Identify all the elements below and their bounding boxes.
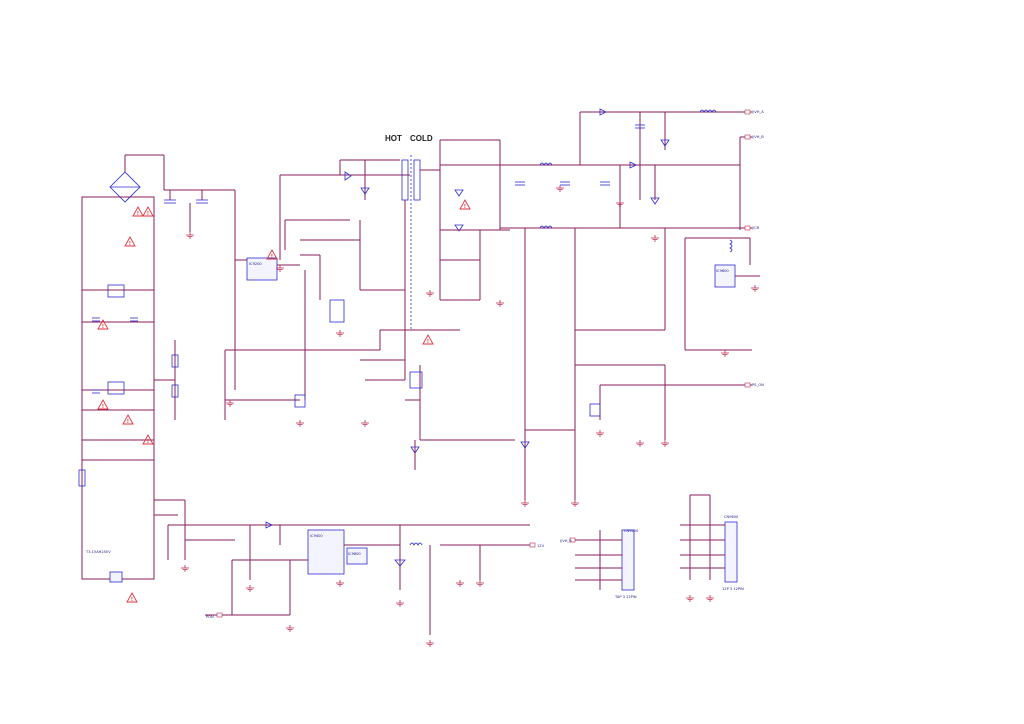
signal-port-jvh-lo: J/VH_B xyxy=(559,537,576,543)
ground-icon xyxy=(571,500,579,507)
ground-icon xyxy=(181,565,189,572)
ground-icon xyxy=(361,420,369,427)
svg-text:!: ! xyxy=(137,211,139,217)
ic-u4-label: IC9600 xyxy=(716,269,729,273)
ground-icon xyxy=(521,500,529,507)
svg-text:J/VH_B: J/VH_B xyxy=(751,135,764,139)
svg-text:J/VH_B: J/VH_B xyxy=(559,539,572,543)
dcdc-converter-section: IC9400 IC9800 xyxy=(167,521,530,635)
ground-icon xyxy=(661,440,669,447)
ground-icon xyxy=(456,580,464,587)
svg-text:!: ! xyxy=(102,324,104,330)
svg-text:!: ! xyxy=(427,339,429,345)
ground-icon xyxy=(186,232,194,239)
standby-regulator-section: IC9600 xyxy=(684,237,760,351)
ground-icon xyxy=(336,330,344,337)
ic-u3-label: IC9800 xyxy=(348,552,361,556)
ground-icon xyxy=(556,185,564,192)
ground-icon xyxy=(426,290,434,297)
ground-icon xyxy=(706,595,714,602)
warning-triangle-icon: ! xyxy=(142,206,154,217)
ground-icon xyxy=(496,300,504,307)
svg-text:!: ! xyxy=(147,439,149,445)
ground-icon xyxy=(651,235,659,242)
output-connector-cn1: CN9200 TAP 3 12PIN xyxy=(575,529,639,599)
warning-triangle-icon: ! xyxy=(122,414,134,425)
warning-triangle-icon: ! xyxy=(124,236,136,247)
ground-symbols xyxy=(181,185,759,647)
ic-u2-label: IC9400 xyxy=(310,534,323,538)
warning-triangle-icon: ! xyxy=(422,334,434,345)
cold-zone-label: COLD xyxy=(410,134,433,143)
warning-triangle-icon: ! xyxy=(459,199,471,210)
warning-triangle-icon: ! xyxy=(142,434,154,445)
ground-icon xyxy=(721,350,729,357)
svg-text:!: ! xyxy=(129,241,131,247)
ground-icon xyxy=(636,440,644,447)
svg-text:PON: PON xyxy=(206,615,214,619)
ground-icon xyxy=(751,285,759,292)
secondary-output-section xyxy=(410,108,752,500)
signal-port-12v: 12V xyxy=(529,542,545,548)
svg-text:!: ! xyxy=(464,204,466,210)
ground-icon xyxy=(396,600,404,607)
signal-port-ps-on: PS_ON xyxy=(744,382,764,388)
ground-icon xyxy=(336,580,344,587)
svg-text:!: ! xyxy=(147,211,149,217)
ground-icon xyxy=(426,640,434,647)
signal-port-pon: PON xyxy=(206,612,223,619)
svg-text:12V: 12V xyxy=(537,544,545,548)
warning-triangle-icon: ! xyxy=(266,249,278,260)
signal-port-jvh-b: J/VH_B xyxy=(744,134,764,140)
warning-symbols: !!!!!!!!!!! xyxy=(97,199,471,603)
warning-triangle-icon: ! xyxy=(132,206,144,217)
ground-icon xyxy=(596,430,604,437)
svg-text:!: ! xyxy=(271,254,273,260)
ground-icon xyxy=(296,420,304,427)
svg-text:!: ! xyxy=(131,597,133,603)
ground-icon xyxy=(476,580,484,587)
connector-cn1-type: TAP 3 12PIN xyxy=(614,595,637,599)
fuse-rating-label: T3.15AH250V xyxy=(85,550,111,554)
connector-cn2-type: 12P 3 12PIN xyxy=(722,587,744,591)
signal-port-jcr: J/CR xyxy=(744,225,760,231)
hot-zone-label: HOT xyxy=(385,134,402,143)
mains-input-section: T3.15AH250V xyxy=(78,154,235,583)
warning-triangle-icon: ! xyxy=(126,592,138,603)
ic-u1-label: IC9200 xyxy=(249,262,262,266)
connector-cn1-label: CN9200 xyxy=(624,529,639,533)
signal-port-jvh-a: J/VH_A xyxy=(744,109,764,115)
svg-text:J/VH_A: J/VH_A xyxy=(751,110,764,114)
ground-icon xyxy=(686,595,694,602)
svg-text:!: ! xyxy=(102,404,104,410)
warning-triangle-icon: ! xyxy=(97,319,109,330)
ground-icon xyxy=(616,200,624,207)
svg-text:J/CR: J/CR xyxy=(751,226,760,230)
svg-text:!: ! xyxy=(127,419,129,425)
ground-icon xyxy=(286,625,294,632)
ground-icon xyxy=(226,400,234,407)
ground-icon xyxy=(246,585,254,592)
warning-triangle-icon: ! xyxy=(97,399,109,410)
output-connector-cn2: CN9600 12P 3 12PIN xyxy=(680,494,744,591)
ground-icon xyxy=(276,265,284,272)
svg-text:PS_ON: PS_ON xyxy=(752,383,764,387)
primary-controller-section: IC9200 xyxy=(224,155,515,441)
connector-cn2-label: CN9600 xyxy=(724,515,739,519)
